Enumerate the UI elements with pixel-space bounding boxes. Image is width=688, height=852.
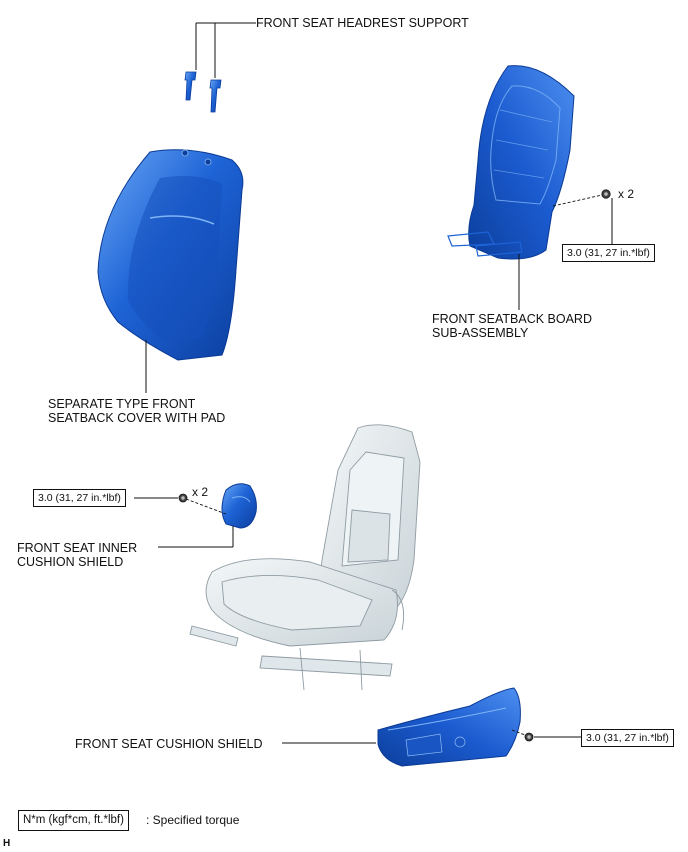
front-seat-cushion-shield (377, 687, 521, 767)
label-seatback-cover-line2: SEATBACK COVER WITH PAD (48, 411, 226, 425)
seatback-board-sub-assembly (447, 65, 575, 260)
torque-box-inner: 3.0 (31, 27 in.*lbf) (33, 489, 126, 507)
leader-inner-shield (158, 526, 234, 548)
corner-code: H (3, 838, 11, 849)
torque-box-cushion: 3.0 (31, 27 in.*lbf) (581, 729, 674, 747)
torque-box-board: 3.0 (31, 27 in.*lbf) (562, 244, 655, 262)
label-seatback-board-line2: SUB-ASSEMBLY (432, 326, 529, 340)
cushion-bolt (511, 729, 534, 742)
legend-description: : Specified torque (146, 813, 240, 827)
seat-frame-assembly (189, 424, 421, 691)
leader-headrest-support (195, 22, 256, 78)
label-inner-shield-line1: FRONT SEAT INNER (17, 541, 138, 555)
label-seatback-cover-line1: SEPARATE TYPE FRONT (48, 397, 196, 411)
seatback-cover-with-pad (97, 149, 244, 361)
board-bolt (552, 189, 611, 207)
label-headrest-support: FRONT SEAT HEADREST SUPPORT (256, 16, 469, 30)
label-seatback-board-line1: FRONT SEATBACK BOARD (432, 312, 592, 326)
count-board-bolts: x 2 (618, 187, 635, 201)
label-cushion-shield: FRONT SEAT CUSHION SHIELD (75, 737, 263, 751)
inner-bolt (178, 493, 227, 515)
legend-unit-box: N*m (kgf*cm, ft.*lbf) (18, 810, 129, 831)
inner-cushion-shield (221, 483, 257, 529)
headrest-support-pins (184, 71, 222, 113)
label-inner-shield-line2: CUSHION SHIELD (17, 555, 124, 569)
count-inner-bolts: x 2 (192, 485, 209, 499)
